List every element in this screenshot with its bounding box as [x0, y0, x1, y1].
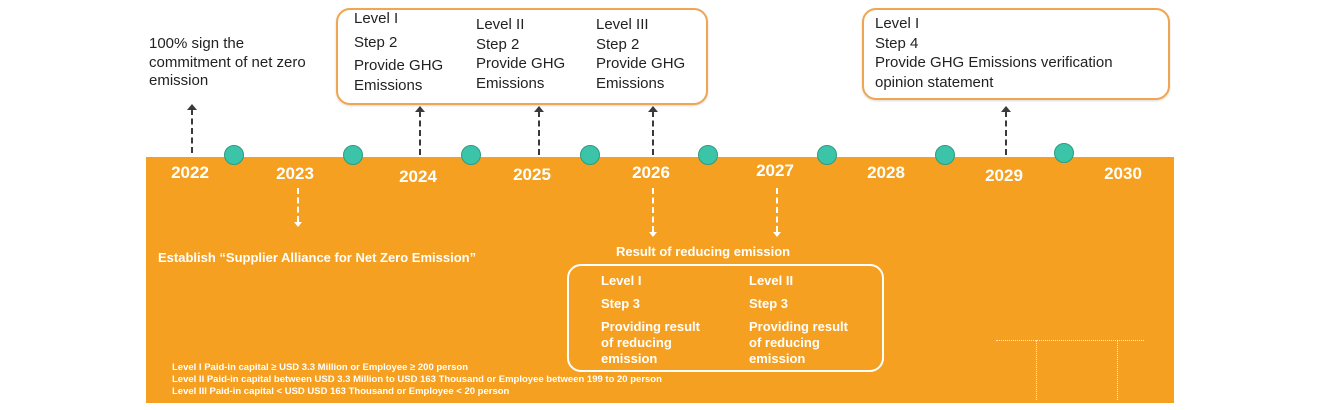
year-2029: 2029 [985, 166, 1023, 185]
year-2023: 2023 [276, 164, 314, 183]
year-2022: 2022 [171, 163, 209, 182]
year-2026: 2026 [632, 163, 670, 182]
year-2024: 2024 [399, 167, 437, 186]
timeline-dot [698, 145, 718, 165]
timeline-dot [817, 145, 837, 165]
year-2028: 2028 [867, 163, 905, 182]
timeline-dot [461, 145, 481, 165]
timeline-dot [343, 145, 363, 165]
year-2030: 2030 [1104, 164, 1142, 183]
year-2027: 2027 [756, 161, 794, 180]
decorative-dotted-line [996, 340, 1144, 341]
arrow-up-2024 [415, 106, 425, 156]
step3-box [567, 264, 884, 372]
timeline-dot [580, 145, 600, 165]
arrow-up-2022 [187, 104, 197, 154]
timeline-dot [935, 145, 955, 165]
milestone-2022-text: 100% sign the commitment of net zero emi… [149, 35, 306, 89]
step2-box [336, 8, 708, 105]
arrow-up-2025 [534, 106, 544, 156]
arrow-up-2026 [648, 106, 658, 156]
decorative-dotted-frame [1036, 340, 1118, 400]
alliance-label: Establish “Supplier Alliance for Net Zer… [158, 250, 477, 265]
year-2025: 2025 [513, 165, 551, 184]
step4-box [862, 8, 1170, 100]
timeline-dot [1054, 143, 1074, 163]
result-label: Result of reducing emission [616, 244, 791, 259]
arrow-up-2029 [1001, 106, 1011, 156]
level-legend: Level I Paid-in capital ≥ USD 3.3 Millio… [172, 362, 662, 397]
timeline-dot [224, 145, 244, 165]
timeline-band [146, 157, 1174, 403]
